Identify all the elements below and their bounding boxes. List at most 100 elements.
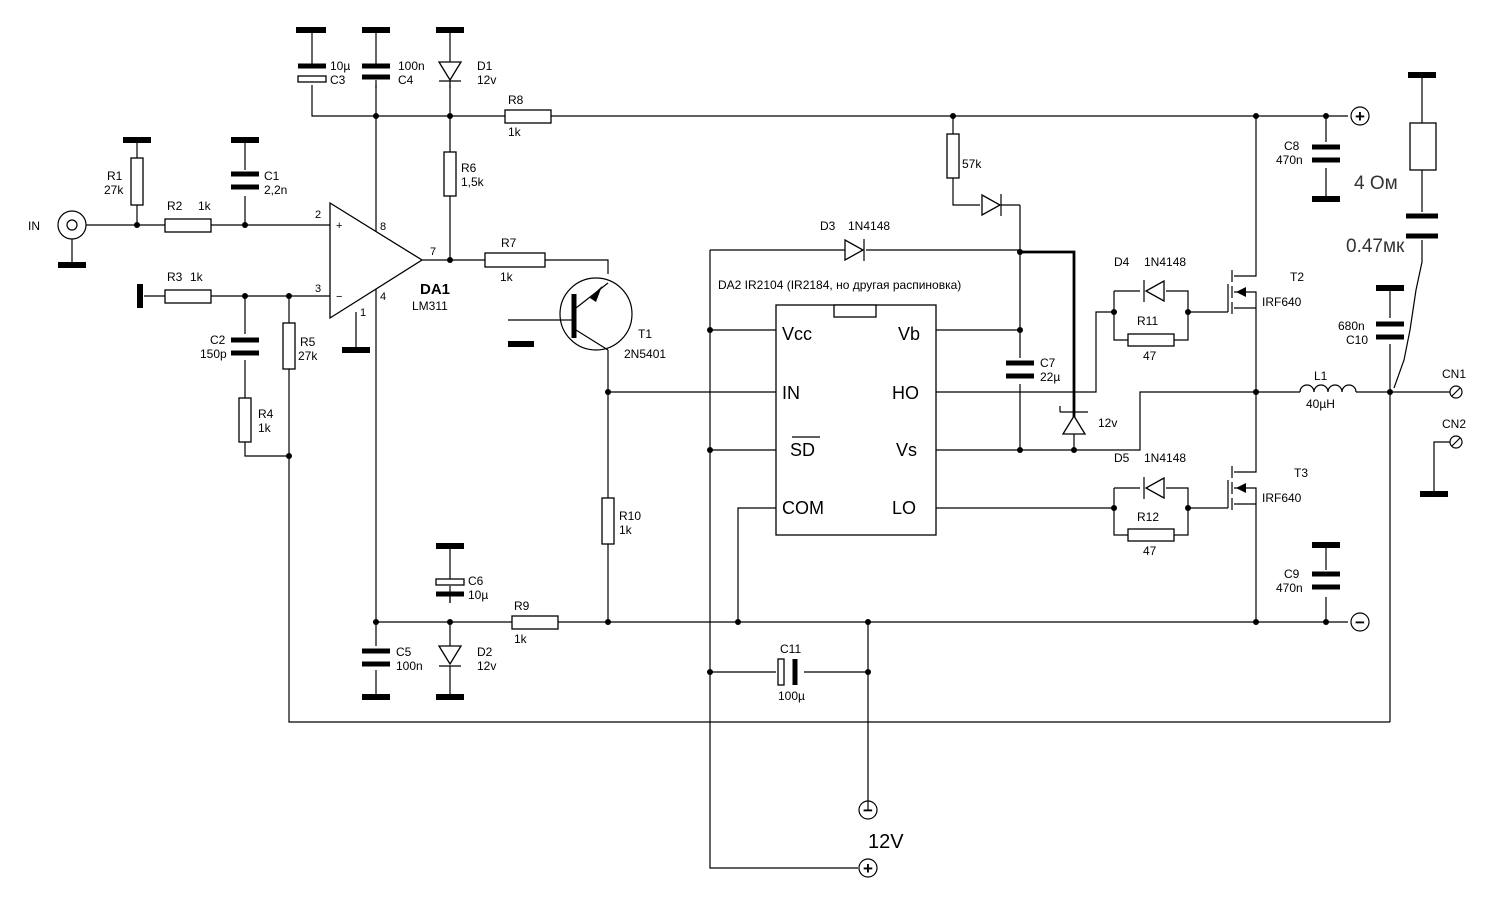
c5-ref: C5	[396, 645, 412, 659]
d1-ref: D1	[477, 59, 493, 73]
connector-cn1	[1449, 385, 1463, 399]
r12-value: 47	[1143, 544, 1157, 558]
c5-value: 100n	[396, 659, 423, 673]
c11-ref: C11	[780, 642, 801, 656]
r11-ref: R11	[1137, 314, 1158, 328]
input-label: IN	[28, 219, 40, 233]
r2-value: 1k	[198, 199, 212, 213]
t3-part: IRF640	[1262, 491, 1302, 505]
junction-dots	[134, 113, 1393, 675]
r9-value: 1k	[514, 632, 528, 646]
c2-ref: C2	[210, 333, 226, 347]
capacitor-plates	[231, 30, 1438, 686]
d2-ref: D2	[477, 645, 493, 659]
d5-value: 1N4148	[1144, 451, 1186, 465]
diode-symbols	[437, 30, 1165, 695]
r6-ref: R6	[461, 161, 477, 175]
rail-minus-sign: −	[1355, 613, 1365, 632]
opamp-minus-sign: −	[336, 291, 342, 303]
resistor-bodies	[130, 109, 1437, 630]
r8-value: 1k	[508, 125, 522, 139]
r7-ref: R7	[501, 236, 517, 250]
l1-value: 40µH	[1306, 397, 1335, 411]
c4-ref: C4	[398, 73, 414, 87]
opamp-pin2: 2	[315, 209, 321, 221]
r5-ref: R5	[300, 335, 316, 349]
ground-symbols	[58, 27, 1448, 700]
opamp-ref: DA1	[420, 281, 450, 298]
load-capacitance-label: 0.47мк	[1346, 236, 1405, 257]
r12-ref: R12	[1137, 510, 1159, 524]
d3-ref: D3	[820, 219, 836, 233]
r1-value: 27k	[104, 183, 124, 197]
driver-pin-vcc: Vcc	[782, 324, 812, 344]
driver-pin-com: COM	[782, 498, 824, 518]
connector-cn2	[1449, 435, 1463, 449]
supply-plus-sign: +	[863, 859, 873, 878]
input-jack	[57, 210, 87, 262]
r10-ref: R10	[619, 509, 641, 523]
mosfet-t2	[1227, 270, 1246, 314]
rail-plus-sign: +	[1355, 107, 1365, 126]
d1-value: 12v	[477, 73, 496, 87]
driver-pin-ho: HO	[892, 383, 919, 403]
t2-part: IRF640	[1262, 295, 1302, 309]
r3-ref: R3	[167, 270, 183, 284]
supply-voltage-label: 12V	[868, 831, 904, 853]
driver-caption: DA2 IR2104 (IR2184, но другая распиновка…	[718, 278, 961, 292]
opamp-pin7: 7	[430, 246, 436, 258]
driver-pin-vs: Vs	[896, 440, 917, 460]
l1-ref: L1	[1314, 369, 1328, 383]
c6-value: 10µ	[468, 588, 488, 602]
rail-terminals	[858, 106, 1370, 878]
d4-ref: D4	[1114, 255, 1130, 269]
t2-ref: T2	[1290, 270, 1304, 284]
c8-value: 470n	[1276, 153, 1303, 167]
opamp-part: LM311	[412, 299, 448, 313]
r6-value: 1,5k	[461, 175, 485, 189]
driver-da2	[775, 304, 937, 536]
r57k-value: 57k	[962, 157, 982, 171]
cn1-label: CN1	[1442, 367, 1466, 381]
c7-ref: C7	[1040, 356, 1056, 370]
zener-value: 12v	[1098, 416, 1117, 430]
t1-ref: T1	[638, 327, 652, 341]
t3-ref: T3	[1294, 466, 1308, 480]
c6-ref: C6	[468, 574, 484, 588]
c3-ref: C3	[330, 73, 346, 87]
r4-ref: R4	[258, 407, 274, 421]
opamp-pin3: 3	[315, 283, 321, 295]
c10-ref: C10	[1346, 333, 1368, 347]
driver-pin-lo: LO	[892, 498, 916, 518]
t1-part: 2N5401	[624, 347, 666, 361]
r8-ref: R8	[508, 93, 524, 107]
opamp-pin1: 1	[360, 307, 366, 319]
c1-value: 2,2n	[264, 183, 287, 197]
d4-value: 1N4148	[1144, 255, 1186, 269]
c7-value: 22µ	[1040, 370, 1060, 384]
opamp-da1	[329, 201, 424, 320]
r9-ref: R9	[514, 599, 530, 613]
c3-value: 10µ	[330, 59, 350, 73]
d3-value: 1N4148	[848, 219, 890, 233]
opamp-pin4: 4	[380, 291, 386, 303]
r3-value: 1k	[190, 270, 204, 284]
r1-ref: R1	[107, 169, 123, 183]
inductor-l1	[1299, 384, 1357, 393]
c4-value: 100n	[398, 59, 425, 73]
r2-ref: R2	[167, 199, 183, 213]
driver-pin-sd: SD	[790, 440, 815, 460]
mosfet-t3	[1227, 466, 1246, 510]
c9-value: 470n	[1276, 581, 1303, 595]
r4-value: 1k	[258, 421, 272, 435]
supply-minus-sign: −	[863, 801, 873, 820]
d2-value: 12v	[477, 659, 496, 673]
driver-pin-vb: Vb	[898, 324, 920, 344]
driver-pin-in: IN	[782, 383, 800, 403]
load-resistance-label: 4 Ом	[1354, 173, 1398, 194]
c2-value: 150p	[200, 347, 227, 361]
opamp-plus-sign: +	[336, 220, 342, 232]
r7-value: 1k	[500, 270, 514, 284]
r11-value: 47	[1143, 349, 1157, 363]
